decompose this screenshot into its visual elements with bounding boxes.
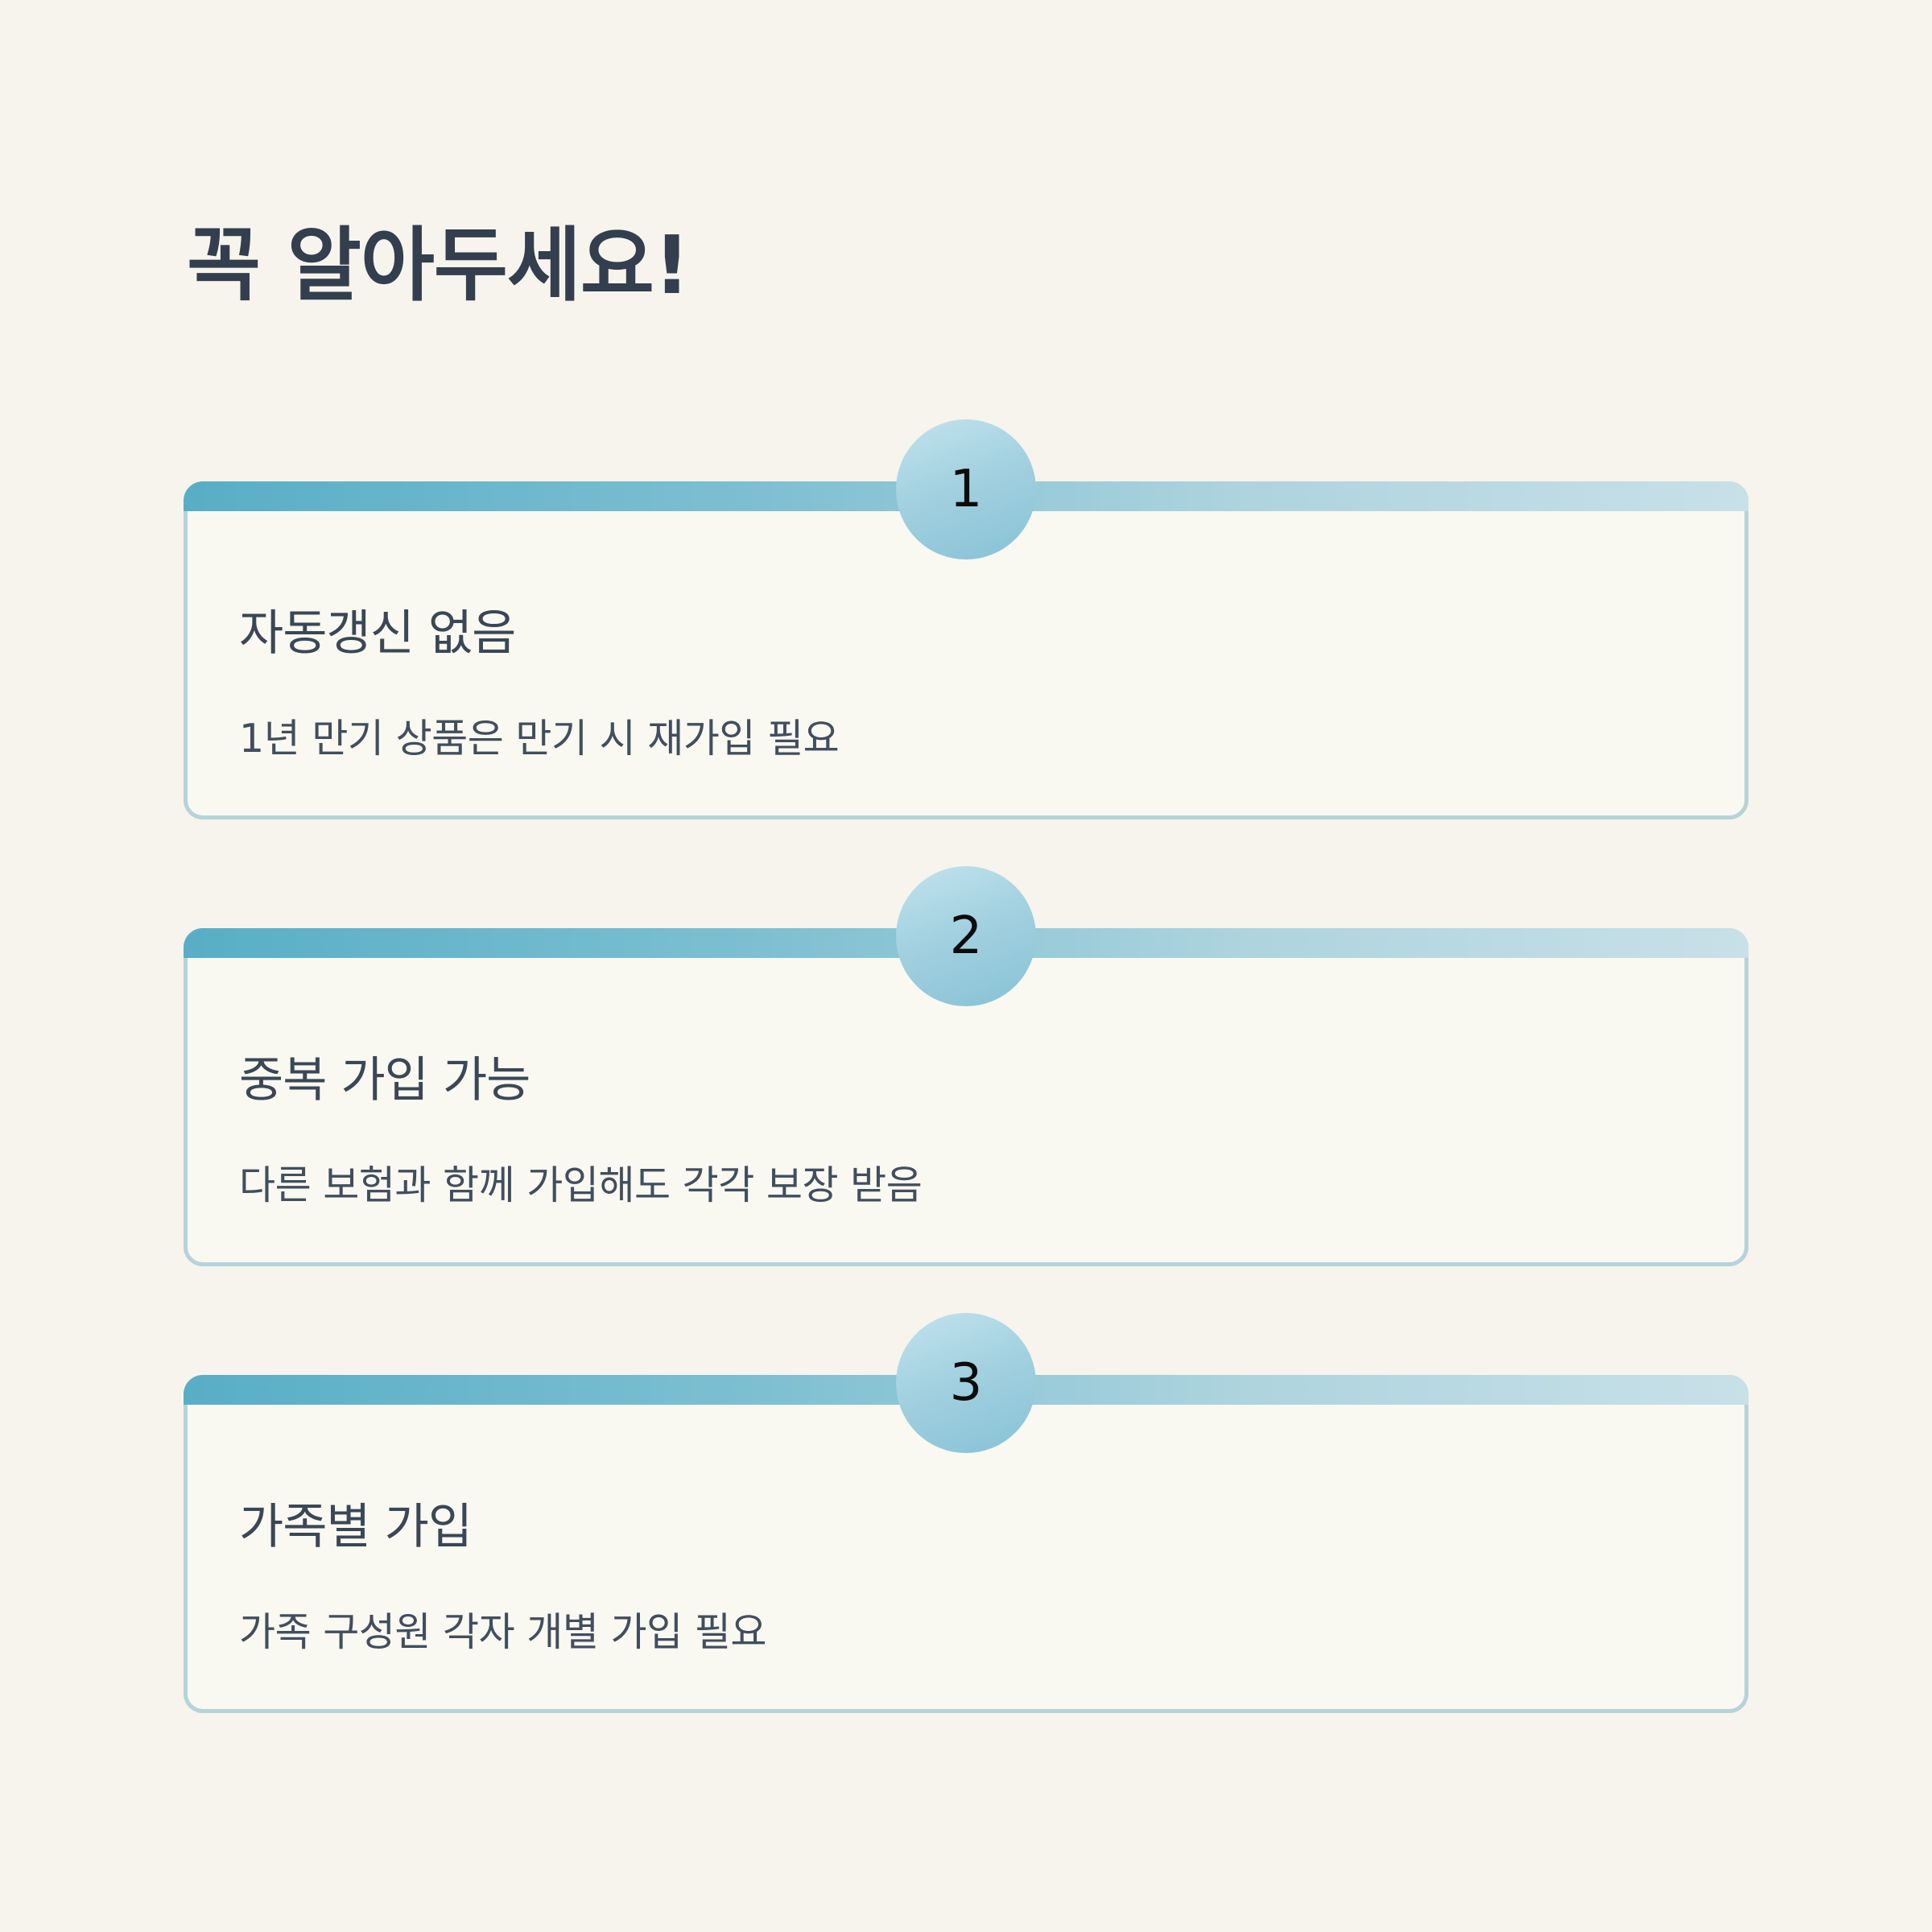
notice-card-1: 1 자동갱신 없음 1년 만기 상품은 만기 시 재가입 필요 [184,419,1748,819]
number-badge: 1 [896,419,1036,559]
notice-card-2: 2 중복 가입 가능 다른 보험과 함께 가입해도 각각 보장 받음 [184,866,1748,1266]
card-description: 다른 보험과 함께 가입해도 각각 보장 받음 [239,1162,923,1208]
badge-number: 1 [949,460,983,519]
card-title: 자동갱신 없음 [239,605,516,662]
page-title: 꼭 알아두세요! [187,218,690,312]
number-badge: 3 [896,1313,1036,1453]
card-description: 가족 구성원 각자 개별 가입 필요 [239,1609,766,1655]
card-title: 가족별 가입 [239,1499,473,1555]
card-title: 중복 가입 가능 [239,1052,530,1108]
card-description: 1년 만기 상품은 만기 시 재가입 필요 [239,716,840,762]
badge-number: 2 [949,906,983,966]
number-badge: 2 [896,866,1036,1006]
notice-card-3: 3 가족별 가입 가족 구성원 각자 개별 가입 필요 [184,1313,1748,1713]
badge-number: 3 [949,1353,983,1413]
